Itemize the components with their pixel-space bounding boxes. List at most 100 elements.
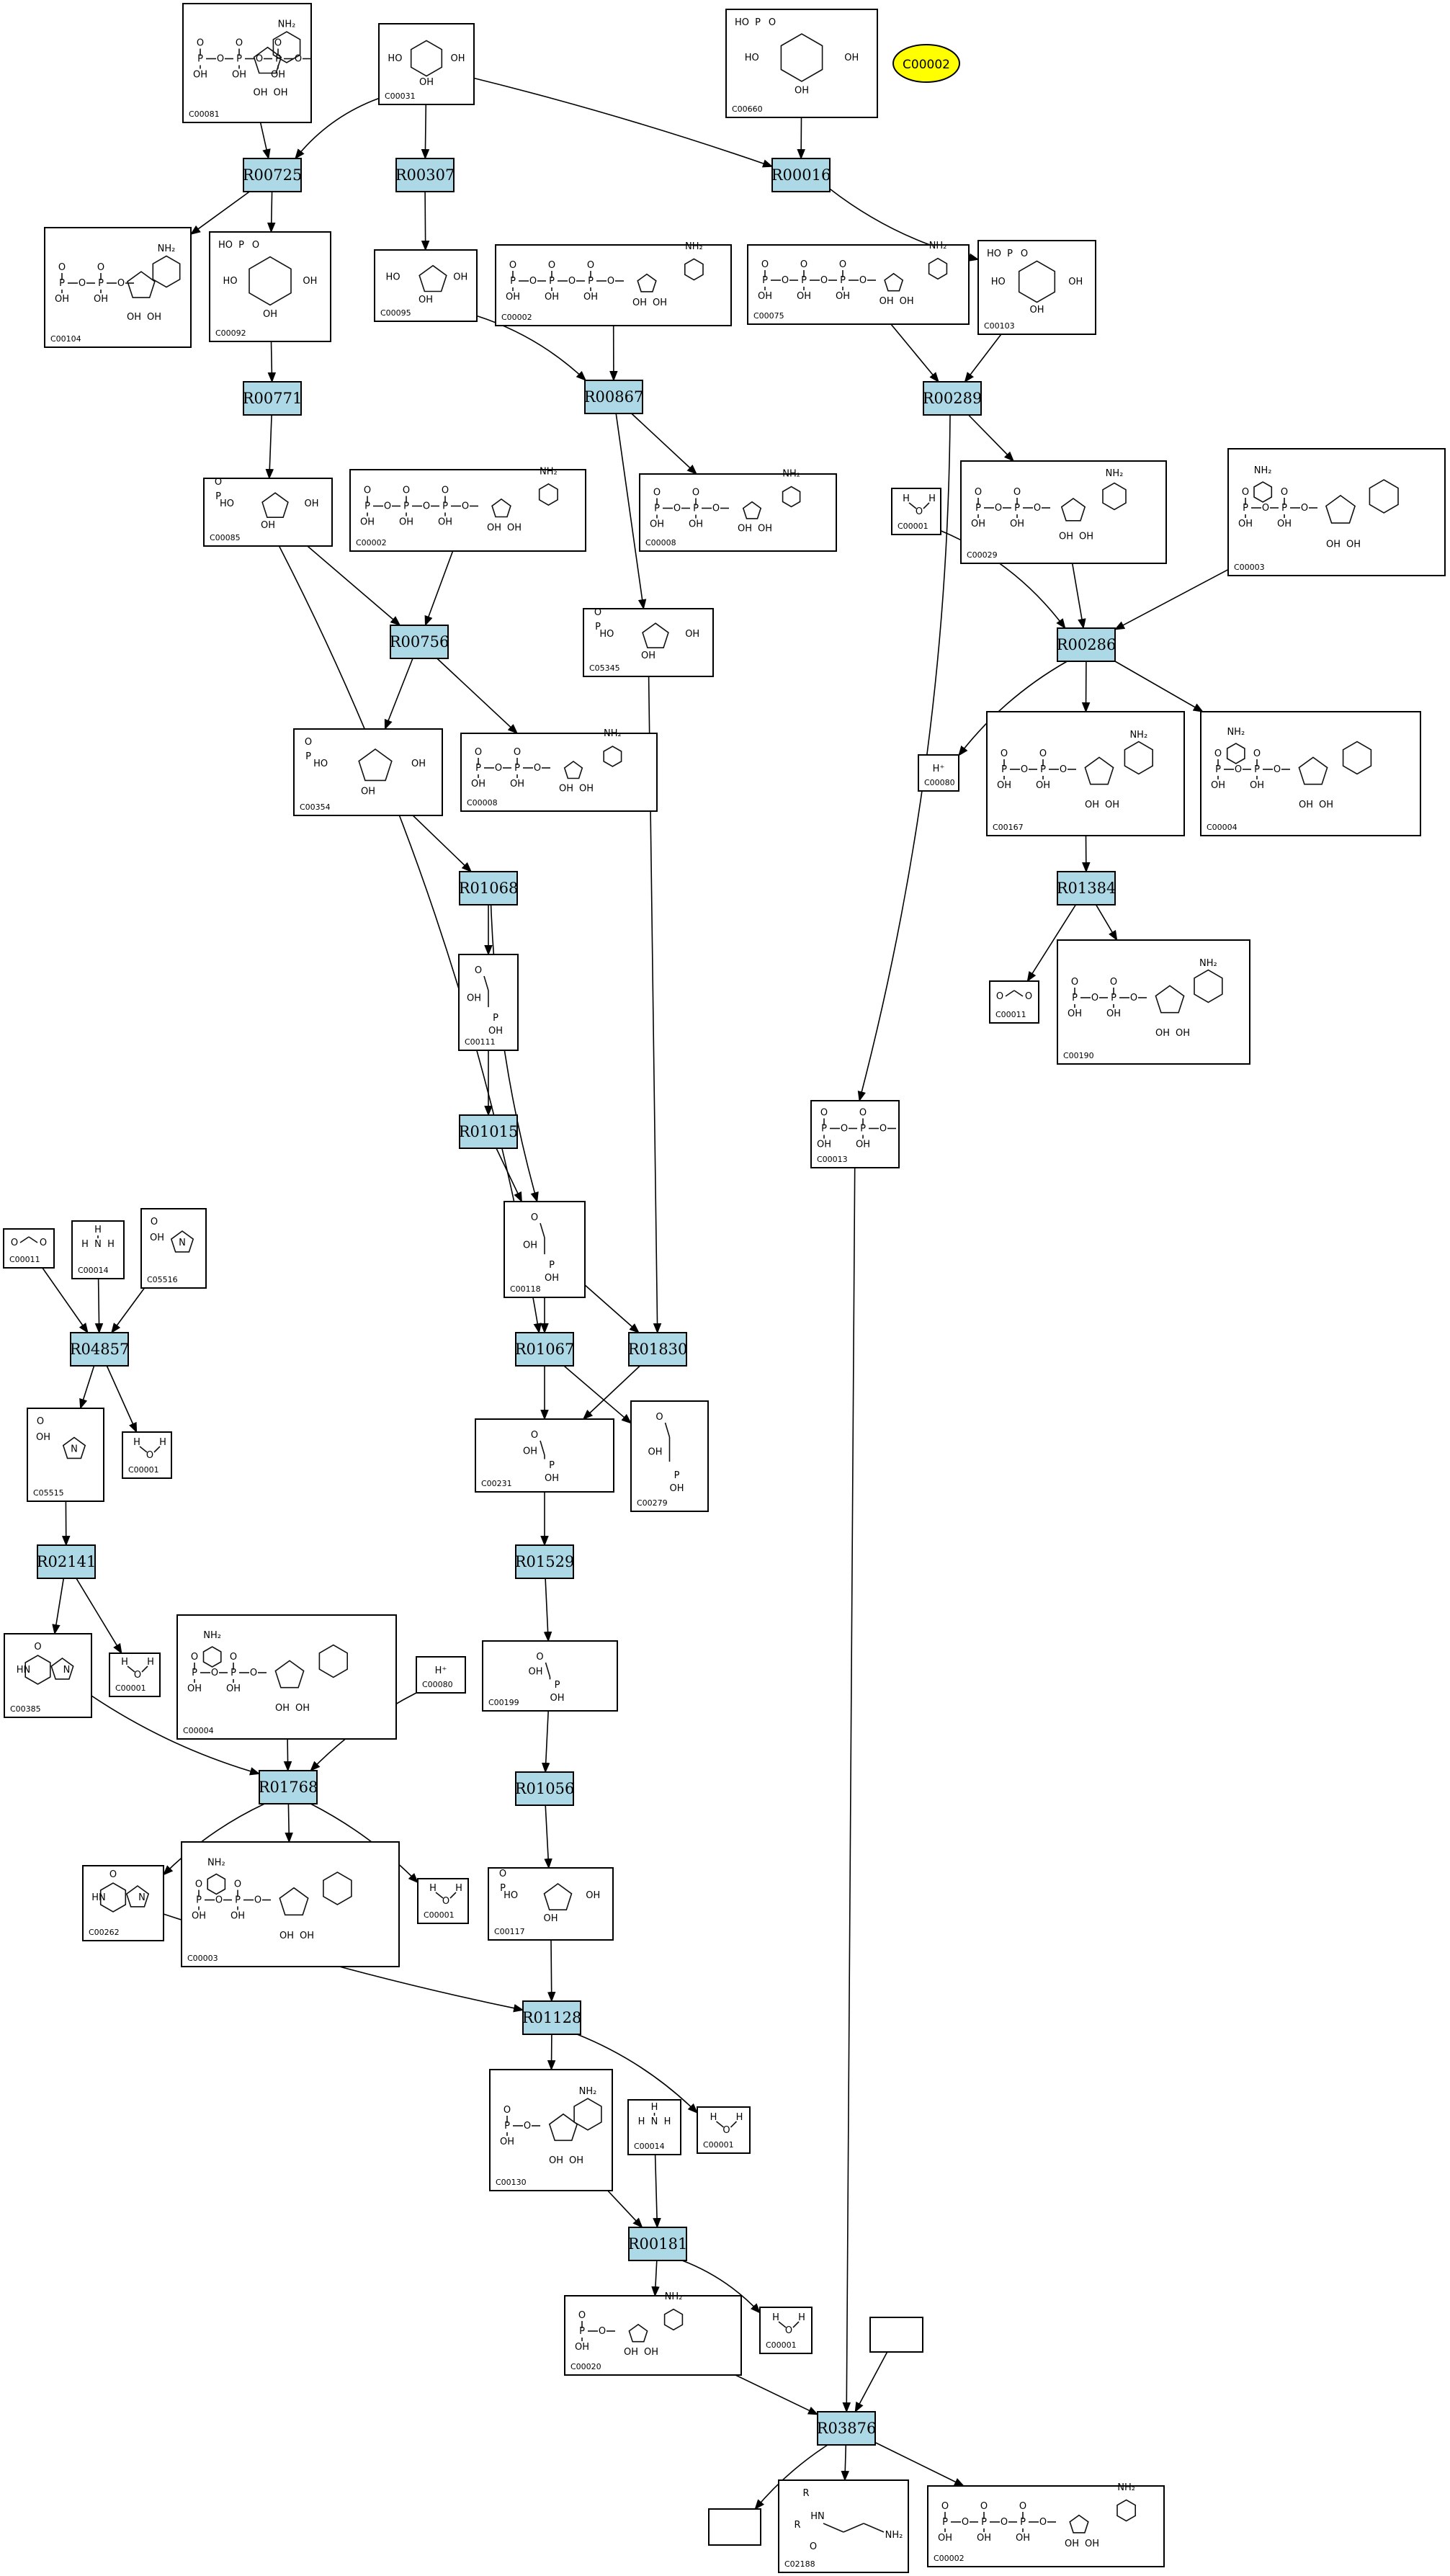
reaction-node[interactable]: R01830 [628,1332,688,1367]
reaction-node[interactable]: R00307 [395,158,455,192]
reaction-node[interactable]: R01529 [515,1544,575,1579]
atom-label: O [536,1652,543,1663]
ring-bond [884,272,904,292]
reaction-arrow [651,2260,660,2297]
reaction-node[interactable]: R00289 [923,381,983,416]
reaction-node[interactable]: R00771 [243,381,303,416]
atom-label: OH [94,294,108,305]
ring-bond [410,40,443,77]
atom-label: OH [1319,800,1333,810]
atom-label: O [995,503,1002,514]
atom-label: P [510,276,516,287]
reaction-node[interactable]: R01056 [515,1771,575,1806]
reaction-node[interactable]: R01384 [1057,871,1116,905]
reaction-node[interactable]: R00867 [584,380,644,414]
reaction-node[interactable]: R00756 [390,625,449,659]
reaction-node[interactable]: R02141 [37,1544,97,1579]
reaction-node[interactable]: R01015 [459,1114,519,1149]
compound-badge[interactable]: C00002 [892,44,960,83]
compound-box [977,240,1096,335]
compound-node[interactable]: H⁺C00080 [918,754,959,792]
reaction-node[interactable]: R03876 [817,2411,877,2446]
reaction-node[interactable]: R01068 [459,871,519,905]
compound-node[interactable] [869,2317,923,2353]
reaction-node[interactable]: R00725 [243,158,303,192]
reaction-node[interactable]: R01128 [522,2000,582,2035]
reaction-node[interactable]: R00286 [1057,627,1116,662]
atom-label: NH₂ [665,2291,683,2302]
ring-bond [1226,743,1245,764]
reaction-node[interactable]: R01067 [515,1332,575,1367]
ring-bond [603,746,622,767]
reaction-node[interactable]: R00181 [628,2227,688,2261]
ring-bond [1342,741,1372,775]
reaction-node[interactable]: R04857 [70,1332,130,1367]
reaction-node[interactable]: R00016 [771,158,831,192]
reaction-arrow [584,1284,640,1333]
atom-label: H [772,2312,779,2323]
atom-label: O [769,17,776,28]
atom-label: OH [1059,531,1073,542]
ring-bond [780,33,823,82]
compound-node[interactable]: H⁺C00080 [416,1656,466,1694]
atom-label: O [475,747,482,758]
reaction-node[interactable]: R01768 [259,1770,318,1804]
atom-label: OH [559,784,573,795]
compound-node[interactable] [708,2508,761,2546]
atom-label: HO [313,759,328,769]
compound-id: C00080 [924,778,955,787]
compound-box [4,1633,92,1718]
reaction-id: R01128 [522,2009,582,2026]
